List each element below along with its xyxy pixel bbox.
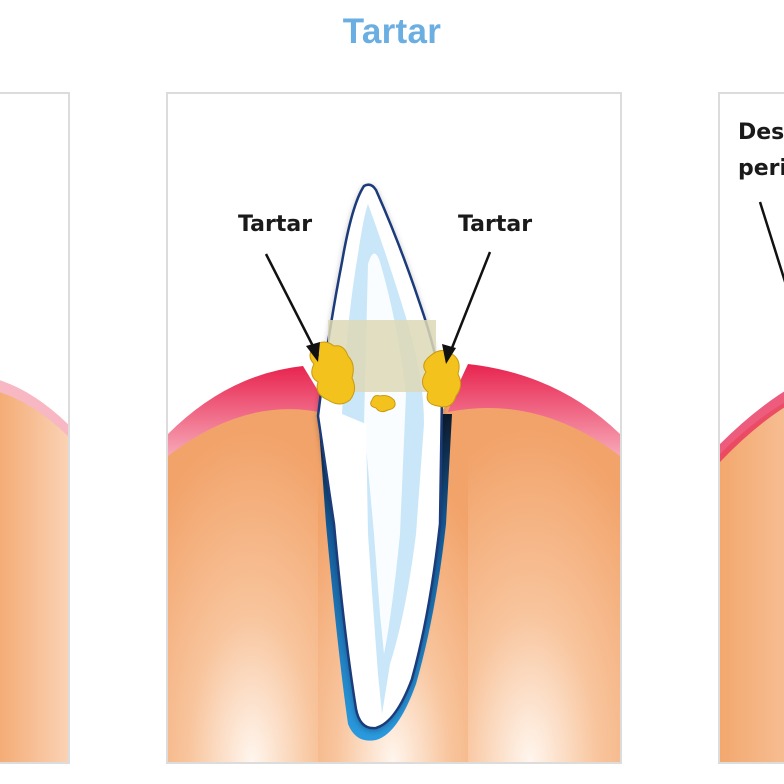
arrow-left	[264, 253, 320, 357]
gum-shape	[720, 402, 784, 762]
gingiva-edge	[0, 380, 68, 437]
gingiva-edge	[720, 391, 784, 462]
arrow-right-head	[442, 344, 456, 364]
gingiva-right	[448, 364, 620, 456]
right-panel-illustration	[720, 201, 784, 762]
tartar-deposit-small	[370, 395, 396, 413]
label-right-line1: Dest	[738, 120, 784, 145]
arrow-left-head	[306, 342, 320, 362]
tartar-deposit-right	[422, 350, 462, 408]
arrow-right	[446, 251, 492, 359]
gum-right	[440, 370, 620, 762]
label-right-line2: peri	[738, 156, 784, 181]
label-tartar-right: Tartar	[458, 212, 533, 237]
gingiva-left	[168, 366, 328, 456]
page-title: Tartar	[342, 12, 442, 51]
label-tartar-left: Tartar	[238, 212, 313, 237]
left-panel-illustration	[0, 380, 68, 762]
gum-shape	[0, 386, 68, 762]
arrow-line	[758, 201, 784, 283]
panel-right-cropped: Dest peri	[718, 92, 784, 764]
tartar-deposit-left	[309, 341, 356, 405]
gum-left	[168, 374, 336, 762]
panel-center: Tartar Tartar	[166, 92, 622, 764]
panel-left-cropped	[0, 92, 70, 764]
tooth-illustration	[168, 183, 620, 762]
